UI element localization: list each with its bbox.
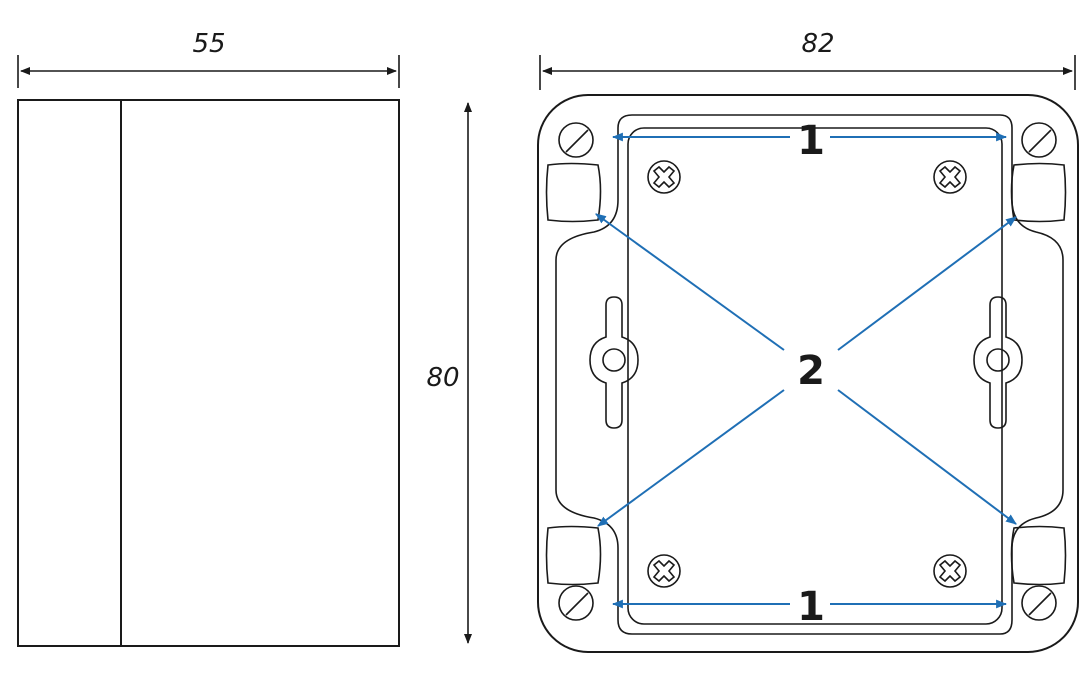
callout-arrow-diag-top-right: [837, 216, 1017, 351]
enclosure-outer-outline: [537, 94, 1079, 653]
callout-arrow-diag-bottom-right: [837, 389, 1017, 525]
slotted-screw-icon: [1021, 122, 1057, 158]
base-plate-outline: [627, 127, 1003, 625]
top-width-label: 82: [801, 29, 834, 59]
callout-arrow-diag-top-left: [595, 213, 785, 351]
inner-rim-outline: [555, 114, 1064, 635]
slotted-screw-icon: [558, 585, 594, 621]
callout-label-top: 1: [797, 118, 825, 164]
cross-screw-icon: [933, 554, 967, 588]
callout-arrow-diag-bottom-left: [597, 389, 785, 527]
keyhole-slot-icon: [973, 296, 1023, 429]
callout-label-bottom: 1: [797, 584, 825, 630]
side-view: 55 80: [17, 29, 472, 647]
top-view: 82: [537, 29, 1079, 653]
keyhole-slot-icon: [589, 296, 639, 429]
cross-screw-icon: [647, 554, 681, 588]
cross-screw-icon: [647, 160, 681, 194]
cross-screw-icon: [933, 160, 967, 194]
slotted-screw-icon: [558, 122, 594, 158]
height-label: 80: [426, 363, 459, 393]
side-width-label: 55: [192, 29, 225, 59]
side-body-outline: [17, 99, 400, 647]
slotted-screw-icon: [1021, 585, 1057, 621]
callout-label-center: 2: [797, 348, 825, 394]
